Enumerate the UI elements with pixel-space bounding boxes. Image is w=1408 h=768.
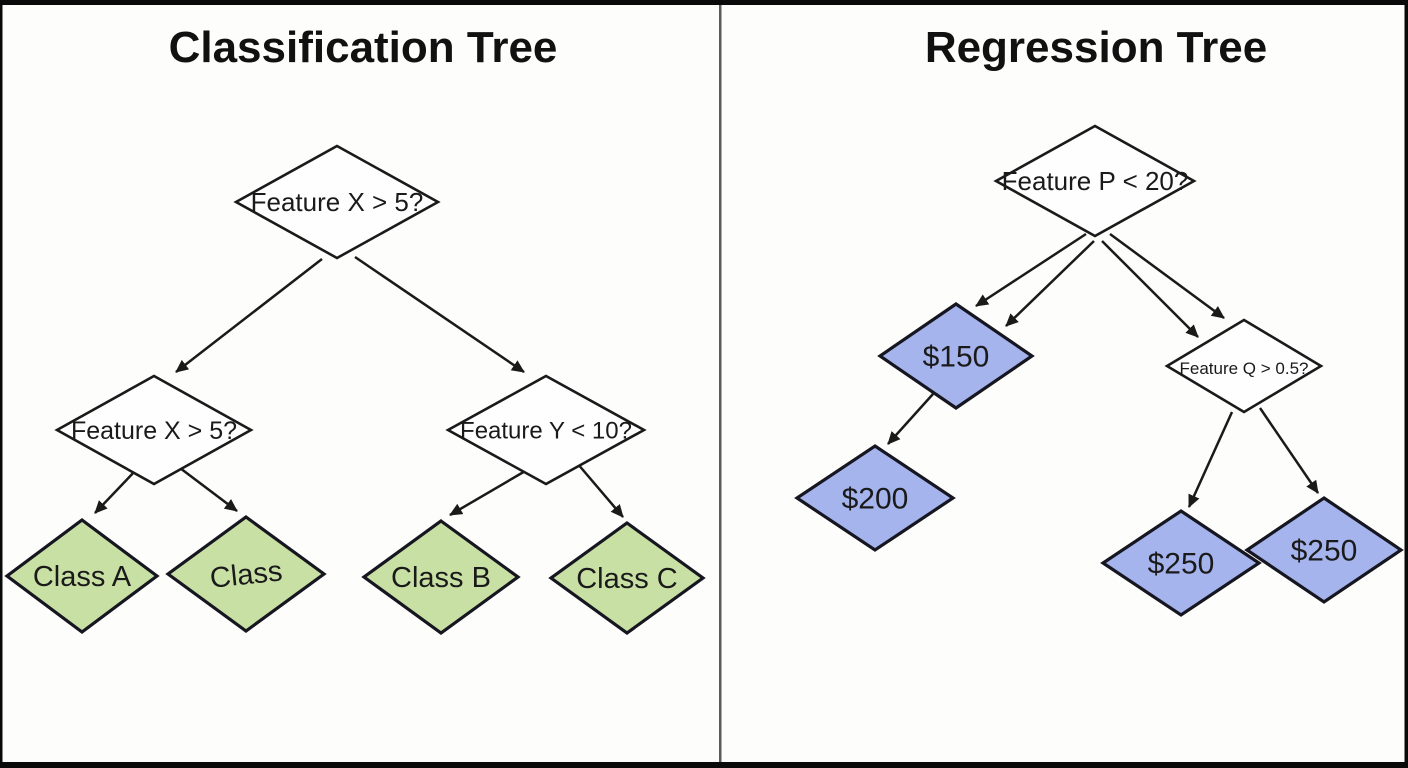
edge-right-to-class-b (449, 468, 528, 517)
edge-rroot-to-150-outer (975, 232, 1087, 308)
top-border (0, 0, 1408, 5)
left-border (0, 0, 3, 768)
leaf-250-right-shape (1244, 496, 1404, 604)
regression-root-label: Feature P < 20? (1002, 166, 1189, 196)
regression-tree-title: Regression Tree (925, 23, 1267, 72)
class-c-leaf: Class C (548, 521, 706, 635)
leaf-250-left-label: $250 (1148, 548, 1215, 581)
classification-left-label: Feature X > 5? (71, 417, 237, 445)
edge-q-to-250-right (1258, 407, 1320, 494)
leaf-250-left: $250 (1100, 509, 1262, 617)
class-a-leaf: Class A (4, 518, 160, 634)
edge-croot-to-left (175, 258, 323, 373)
leaf-150: $150 (877, 302, 1035, 410)
edge-left-to-class (175, 464, 238, 512)
panel-divider (719, 4, 722, 762)
classification-root-label: Feature X > 5? (251, 187, 424, 217)
class-a-shape (4, 518, 160, 634)
classification-tree-panel: Classification Tree Feature X > 5? Featu… (4, 23, 706, 635)
class-c-shape (548, 521, 706, 635)
class-c-label: Class C (576, 563, 678, 595)
class-b-label: Class B (391, 562, 491, 594)
edge-rroot-to-q-inner (1101, 240, 1199, 338)
leaf-150-shape (877, 302, 1035, 410)
class-leaf: Class (165, 515, 327, 633)
leaf-150-label: $150 (923, 341, 990, 374)
classification-left-shape (54, 374, 254, 486)
class-shape (165, 515, 327, 633)
leaf-200: $200 (794, 444, 956, 552)
edge-left-to-class-a (94, 469, 137, 514)
regression-q-label: Feature Q > 0.5? (1180, 359, 1309, 378)
regression-tree-panel: Regression Tree Feature P < 20? Feature … (794, 23, 1404, 617)
bottom-border (0, 762, 1408, 768)
class-b-leaf: Class B (361, 519, 521, 635)
edge-rroot-to-150-inner (1005, 240, 1095, 327)
regression-q-shape (1164, 318, 1324, 414)
leaf-200-shape (794, 444, 956, 552)
classification-right-decision-node: Feature Y < 10? (445, 374, 647, 486)
classification-tree-title: Classification Tree (169, 23, 558, 72)
classification-root-shape (233, 144, 441, 260)
leaf-250-left-shape (1100, 509, 1262, 617)
right-border (1404, 0, 1408, 768)
leaf-200-label: $200 (842, 483, 909, 516)
class-a-label: Class A (33, 561, 132, 593)
edge-150-to-200 (887, 393, 934, 445)
regression-root-node: Feature P < 20? (993, 124, 1197, 238)
edge-croot-to-right (354, 255, 525, 374)
regression-q-decision-node: Feature Q > 0.5? (1164, 318, 1324, 414)
classification-left-decision-node: Feature X > 5? (54, 374, 254, 486)
classification-root-node: Feature X > 5? (233, 144, 441, 260)
classification-right-label: Feature Y < 10? (460, 417, 632, 444)
class-label: Class (208, 555, 283, 594)
edge-q-to-250-left (1187, 411, 1234, 508)
edge-right-to-class-c (576, 462, 624, 518)
leaf-250-right: $250 (1244, 496, 1404, 604)
edge-rroot-to-q-outer (1109, 232, 1225, 320)
regression-root-shape (993, 124, 1197, 238)
class-b-shape (361, 519, 521, 635)
leaf-250-right-label: $250 (1291, 535, 1358, 568)
classification-right-shape (445, 374, 647, 486)
